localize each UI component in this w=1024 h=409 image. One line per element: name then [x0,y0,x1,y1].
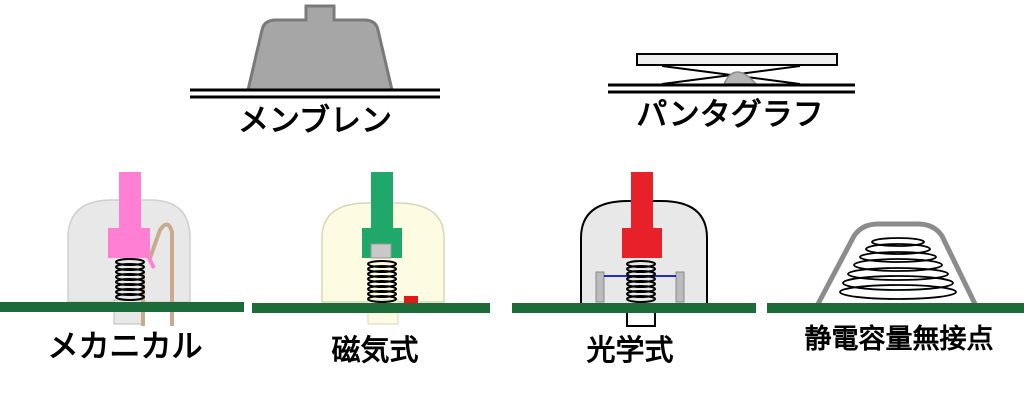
pcb-board-magnetic [252,303,490,313]
optical-emitter [595,271,605,303]
optical-spring [626,260,656,303]
capacitive-switch-illustration [815,221,978,306]
optical-stem-top [631,172,653,230]
magnetic-spring [367,260,397,303]
pantograph-label: パンタグラフ [636,97,824,133]
mechanical-spring [115,258,145,301]
optical-switch-illustration [580,172,708,327]
pantograph-switch-illustration [608,53,855,94]
optical-receiver [675,271,685,303]
capacitive-rubber-dome [815,221,978,306]
pantograph-keycap [636,53,838,66]
pcb-board-mechanical [0,302,244,312]
optical-stem-body [622,228,662,258]
magnetic-magnet [370,243,392,259]
mechanical-stem-tab [146,255,156,269]
pcb-board-capacitive [767,303,1024,313]
capacitive-conical-spring [839,237,957,300]
mechanical-stem-body [108,228,150,258]
capacitive-label: 静電容量無接点 [804,324,994,355]
mechanical-stem-top [119,172,141,230]
magnetic-hall-sensor [404,296,418,304]
mechanical-contact-leaf-1 [148,222,174,326]
magnetic-label: 磁気式 [331,333,419,367]
membrane-switch-illustration [190,4,440,99]
membrane-rubber-dome [246,4,394,92]
membrane-label: メンブレン [237,103,393,139]
optical-label: 光学式 [586,333,674,367]
magnetic-stem-top [371,172,393,230]
mechanical-label: メカニカル [47,329,203,365]
magnetic-switch-illustration [321,172,445,325]
pcb-board-optical [512,303,756,313]
